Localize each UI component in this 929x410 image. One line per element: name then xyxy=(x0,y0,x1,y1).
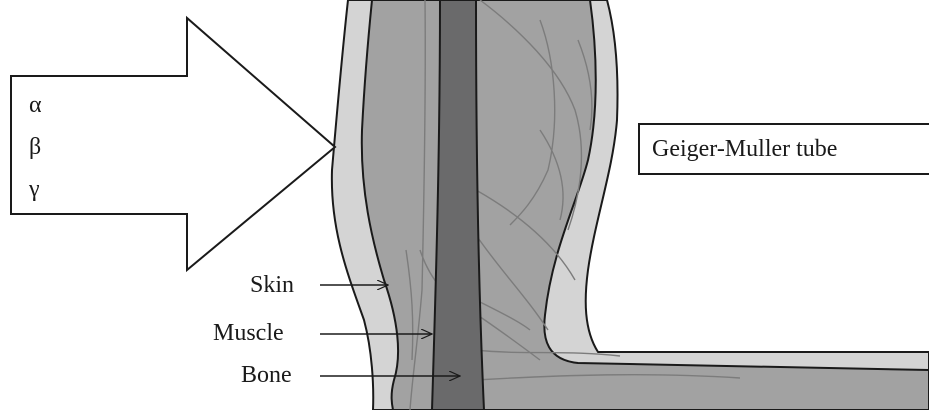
skin-label: Skin xyxy=(250,272,294,298)
radiation-arrow-shape xyxy=(11,18,335,270)
gamma-label: γ xyxy=(28,176,40,202)
geiger-muller-label: Geiger-Muller tube xyxy=(652,136,837,162)
beta-label: β xyxy=(29,134,41,160)
bone-label: Bone xyxy=(241,362,292,388)
alpha-label: α xyxy=(29,92,42,118)
muscle-label: Muscle xyxy=(213,320,284,346)
limb-cross-section xyxy=(332,0,929,410)
geiger-muller-box: Geiger-Muller tube xyxy=(639,124,929,174)
bone-layer xyxy=(432,0,484,410)
radiation-arrow: α β γ xyxy=(11,18,335,270)
